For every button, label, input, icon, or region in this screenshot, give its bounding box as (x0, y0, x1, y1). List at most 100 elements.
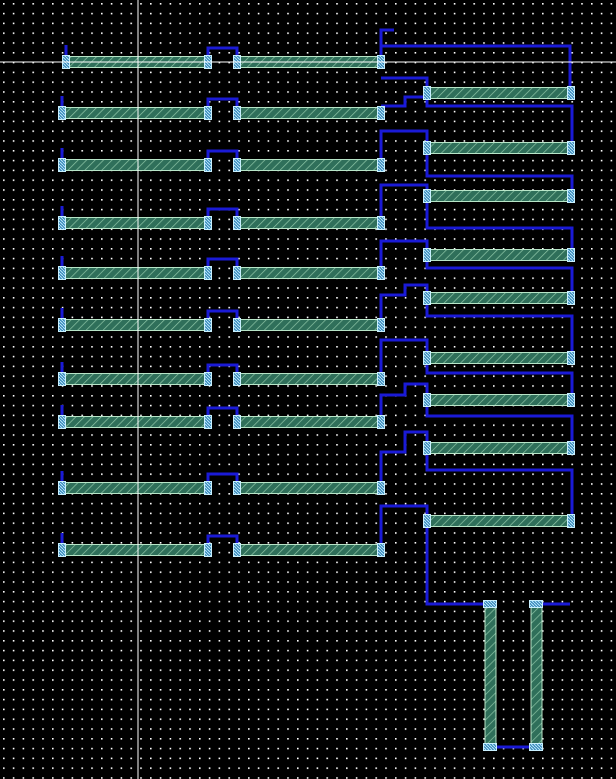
contact-left-end-4[interactable] (204, 266, 212, 280)
contact-left-end-3[interactable] (204, 216, 212, 230)
resistor-left-8[interactable] (61, 482, 209, 494)
resistor-left-1[interactable] (61, 107, 209, 119)
metal-right-rail-3[interactable] (425, 202, 574, 249)
contact-right-start-5[interactable] (423, 351, 431, 365)
contact-vertical-right-top[interactable] (529, 600, 543, 608)
metal-link-6[interactable] (379, 338, 429, 372)
contact-mid-start-5[interactable] (233, 318, 241, 332)
metal-right-rail-0[interactable] (381, 44, 572, 87)
resistor-right-3[interactable] (426, 249, 572, 261)
contact-vertical-left-bottom[interactable] (483, 743, 497, 751)
contact-mid-start-9[interactable] (233, 543, 241, 557)
resistor-left-7[interactable] (61, 416, 209, 428)
contact-mid-end-8[interactable] (377, 481, 385, 495)
metal-link-8[interactable] (379, 430, 429, 481)
metal-link-9[interactable] (379, 504, 429, 544)
metal-right-rail-6[interactable] (425, 364, 574, 394)
resistor-mid-1[interactable] (236, 107, 382, 119)
contact-left-end-9[interactable] (204, 543, 212, 557)
contact-left-end-5[interactable] (204, 318, 212, 332)
contact-mid-end-2[interactable] (377, 158, 385, 172)
metal-link-5[interactable] (379, 283, 429, 318)
contact-right-end-4[interactable] (567, 291, 575, 305)
contact-left-end-7[interactable] (204, 415, 212, 429)
contact-mid-end-9[interactable] (377, 543, 385, 557)
contact-right-end-3[interactable] (567, 248, 575, 262)
contact-left-end-1[interactable] (204, 106, 212, 120)
resistor-mid-7[interactable] (236, 416, 382, 428)
resistor-vertical-left[interactable] (484, 603, 497, 748)
metal-bridge-4[interactable] (206, 257, 239, 267)
contact-right-end-8[interactable] (567, 514, 575, 528)
metal-right-rail-2[interactable] (425, 154, 574, 190)
metal-right-rail-4[interactable] (425, 261, 574, 292)
contact-left-start-4[interactable] (58, 266, 66, 280)
metal-right-rail-8[interactable] (425, 454, 574, 515)
contact-left-start-6[interactable] (58, 372, 66, 386)
resistor-right-5[interactable] (426, 352, 572, 364)
metal-link-4[interactable] (379, 239, 429, 267)
contact-right-end-1[interactable] (567, 141, 575, 155)
contact-vertical-left-top[interactable] (483, 600, 497, 608)
contact-mid-start-3[interactable] (233, 216, 241, 230)
metal-link-3[interactable] (379, 183, 429, 216)
metal-bridge-7[interactable] (206, 406, 239, 416)
resistor-mid-3[interactable] (236, 217, 382, 229)
contact-mid-end-1[interactable] (377, 106, 385, 120)
resistor-left-9[interactable] (61, 544, 209, 556)
metal-link-7[interactable] (379, 382, 429, 415)
resistor-left-6[interactable] (61, 373, 209, 385)
contact-right-end-5[interactable] (567, 351, 575, 365)
metal-bridge-2[interactable] (206, 149, 239, 159)
contact-right-start-3[interactable] (423, 248, 431, 262)
contact-right-start-6[interactable] (423, 393, 431, 407)
contact-left-start-9[interactable] (58, 543, 66, 557)
contact-left-end-8[interactable] (204, 481, 212, 495)
metal-down-route[interactable] (425, 527, 490, 606)
resistor-left-3[interactable] (61, 217, 209, 229)
contact-right-end-7[interactable] (567, 441, 575, 455)
resistor-mid-5[interactable] (236, 319, 382, 331)
contact-right-start-8[interactable] (423, 514, 431, 528)
metal-right-rail-7[interactable] (425, 406, 574, 442)
contact-right-start-0[interactable] (423, 86, 431, 100)
contact-right-end-6[interactable] (567, 393, 575, 407)
contact-right-start-4[interactable] (423, 291, 431, 305)
contact-right-start-7[interactable] (423, 441, 431, 455)
resistor-left-2[interactable] (61, 159, 209, 171)
metal-link-0[interactable] (381, 76, 429, 87)
contact-left-end-6[interactable] (204, 372, 212, 386)
contact-vertical-right-bottom[interactable] (529, 743, 543, 751)
metal-right-rail-1[interactable] (425, 99, 574, 142)
resistor-right-0[interactable] (426, 87, 572, 99)
resistor-right-6[interactable] (426, 394, 572, 406)
resistor-right-2[interactable] (426, 190, 572, 202)
contact-mid-start-6[interactable] (233, 372, 241, 386)
contact-mid-start-7[interactable] (233, 415, 241, 429)
metal-bridge-0[interactable] (206, 46, 239, 56)
contact-left-start-1[interactable] (58, 106, 66, 120)
resistor-mid-8[interactable] (236, 482, 382, 494)
resistor-mid-2[interactable] (236, 159, 382, 171)
resistor-right-7[interactable] (426, 442, 572, 454)
metal-link-2[interactable] (379, 129, 429, 159)
resistor-left-4[interactable] (61, 267, 209, 279)
contact-left-start-8[interactable] (58, 481, 66, 495)
contact-mid-end-7[interactable] (377, 415, 385, 429)
contact-mid-start-2[interactable] (233, 158, 241, 172)
contact-mid-end-3[interactable] (377, 216, 385, 230)
contact-mid-start-4[interactable] (233, 266, 241, 280)
resistor-left-5[interactable] (61, 319, 209, 331)
contact-right-start-1[interactable] (423, 141, 431, 155)
resistor-mid-9[interactable] (236, 544, 382, 556)
resistor-right-8[interactable] (426, 515, 572, 527)
metal-bridge-5[interactable] (206, 309, 239, 319)
contact-mid-end-5[interactable] (377, 318, 385, 332)
contact-mid-end-4[interactable] (377, 266, 385, 280)
metal-bridge-8[interactable] (206, 472, 239, 482)
resistor-mid-4[interactable] (236, 267, 382, 279)
metal-bridge-3[interactable] (206, 207, 239, 217)
resistor-right-1[interactable] (426, 142, 572, 154)
contact-right-end-2[interactable] (567, 189, 575, 203)
